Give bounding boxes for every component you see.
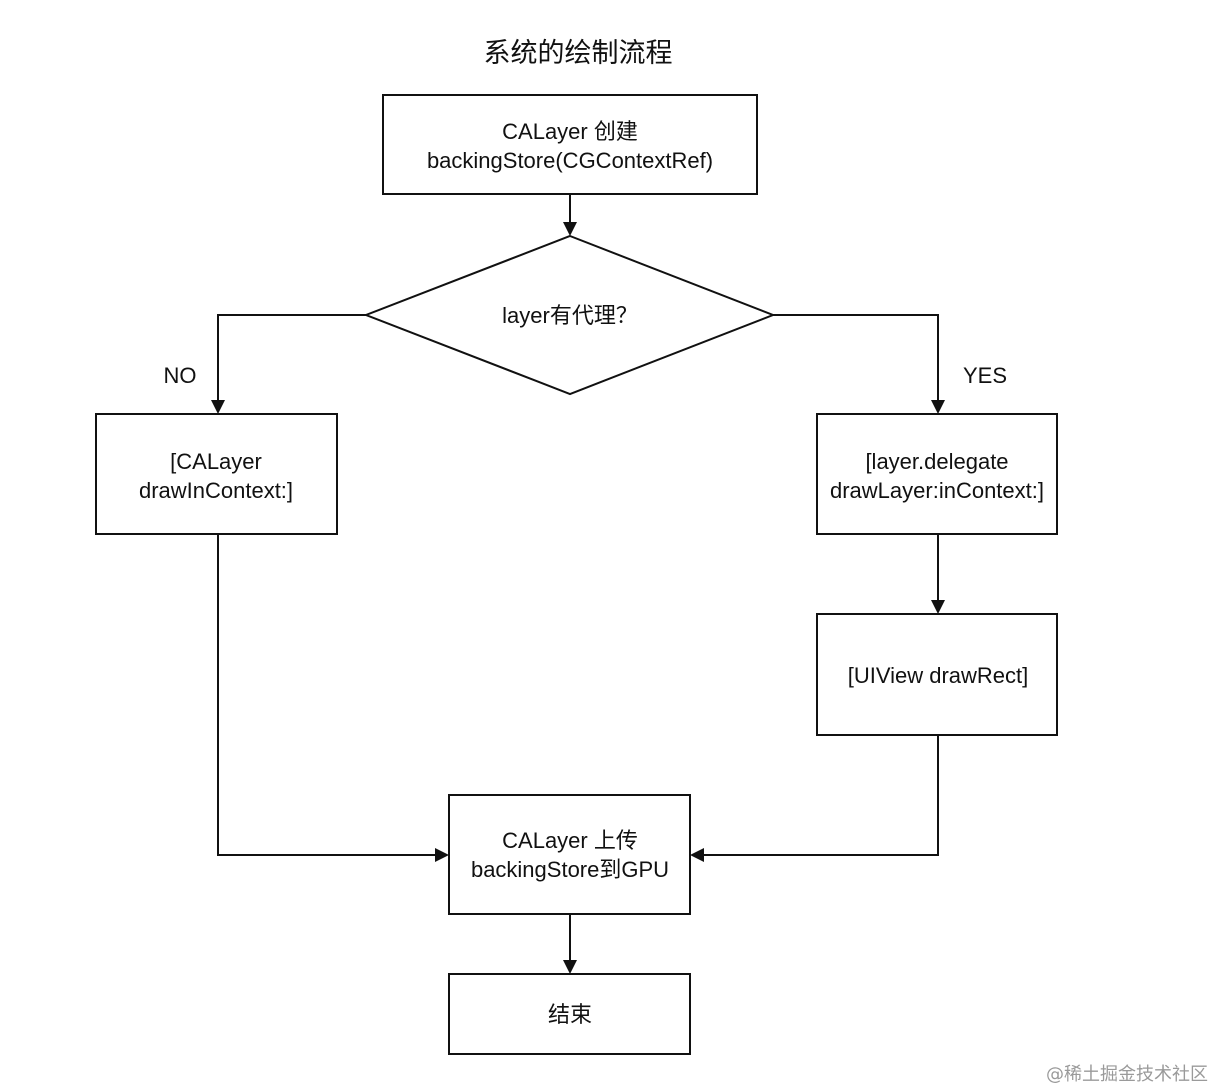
node-end: 结束 [448,973,691,1055]
node-upload-box [448,794,691,915]
node-decision: layer有代理？ [363,234,776,396]
node-end-box [448,973,691,1055]
node-delegate-draw-line-1: [layer.delegate [865,449,1008,474]
edge-drawincontext-to-upload [217,534,437,856]
node-upload-line-2: backingStore到GPU [471,857,669,882]
arrowhead-end [563,960,577,974]
node-delegate-draw-line-2: drawLayer:inContext:] [830,478,1044,503]
node-create-line-1: CALayer 创建 [502,119,638,144]
node-uiview-drawrect: [UIView drawRect] [816,613,1058,736]
arrowhead-no-branch [211,400,225,414]
edge-label-yes: YES [963,363,1007,388]
node-draw-in-context-line-1: [CALayer [170,449,262,474]
node-draw-in-context: [CALayer drawInContext:] [95,413,338,535]
edge-drawrect-to-upload [702,735,939,856]
node-upload: CALayer 上传 backingStore到GPU [448,794,691,915]
arrowhead-upload-right [690,848,704,862]
node-decision-label: layer有代理？ [502,303,638,328]
node-create-line-2: backingStore(CGContextRef) [427,148,713,173]
node-uiview-drawrect-label: [UIView drawRect] [848,663,1029,688]
node-draw-in-context-line-2: drawInContext:] [139,478,293,503]
diagram-title: 系统的绘制流程 [484,38,673,69]
node-delegate-draw-box [816,413,1058,535]
arrowhead-upload-left [435,848,449,862]
node-upload-line-1: CALayer 上传 [502,828,638,853]
node-draw-in-context-box [95,413,338,535]
arrowhead-drawrect [931,600,945,614]
edge-label-no: NO [164,363,197,388]
edge-decision-yes [773,314,939,402]
node-decision-diamond [363,234,776,396]
arrowhead-yes-branch [931,400,945,414]
edges [211,194,945,974]
edge-decision-no [217,314,366,402]
node-create-box [382,94,758,195]
node-delegate-draw: [layer.delegate drawLayer:inContext:] [816,413,1058,535]
node-end-label: 结束 [548,1002,592,1027]
node-create: CALayer 创建 backingStore(CGContextRef) [382,94,758,195]
arrowhead-decision [563,222,577,236]
node-uiview-drawrect-box [816,613,1058,736]
watermark: @稀土掘金技术社区 [1046,1064,1208,1085]
